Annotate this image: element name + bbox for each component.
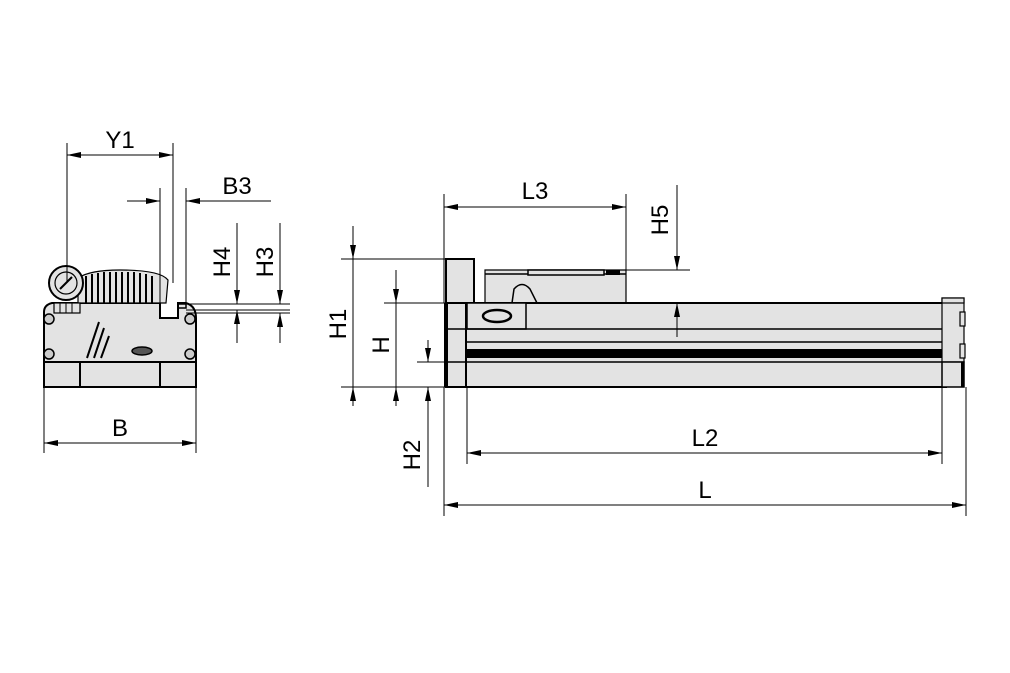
dim-label-b3: B3 <box>222 173 251 200</box>
bolt-icon <box>184 313 196 325</box>
dim-label-y1: Y1 <box>105 127 134 154</box>
dim-label-l2: L2 <box>692 425 719 452</box>
dim-label-h5: H5 <box>647 205 674 236</box>
dim-label-h: H <box>368 336 395 353</box>
bolt-icon <box>43 313 55 325</box>
motor-block <box>445 258 475 305</box>
front-view: L3 H5 H1 H H2 L2 L <box>325 178 967 516</box>
dim-label-b: B <box>112 415 128 442</box>
dim-label-l3: L3 <box>522 178 549 205</box>
side-body <box>43 302 197 363</box>
bolt-icon <box>184 348 196 360</box>
dim-label-h3: H3 <box>252 247 279 278</box>
dim-label-h2: H2 <box>399 440 426 471</box>
logo-badge <box>481 308 513 324</box>
belt-slot <box>466 349 946 358</box>
axis-profile <box>445 302 947 388</box>
bolt-icon <box>43 348 55 360</box>
side-base <box>43 361 197 388</box>
dim-label-l: L <box>698 477 711 504</box>
side-view: Y1 B3 H4 H3 B <box>43 127 290 453</box>
logo-badge <box>131 346 153 356</box>
dim-label-h1: H1 <box>325 309 352 340</box>
dim-label-h4: H4 <box>209 247 236 278</box>
